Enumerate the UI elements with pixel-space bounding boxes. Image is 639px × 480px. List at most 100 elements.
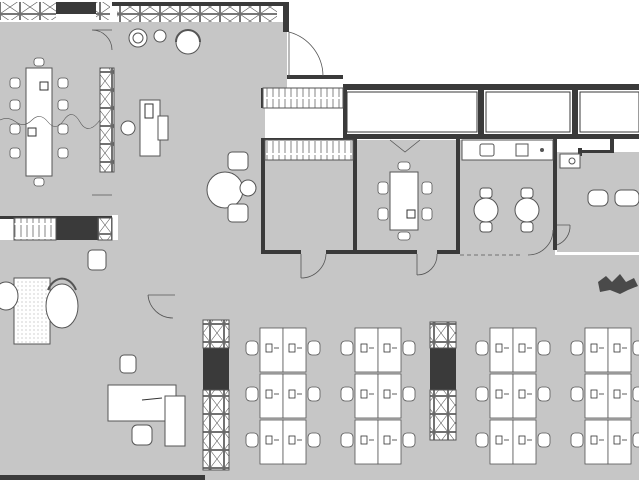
monitor-icon	[383, 389, 391, 399]
desk	[512, 419, 537, 465]
cabinet-north-1	[262, 87, 344, 109]
desk	[584, 327, 609, 373]
cabinet-divider	[99, 67, 115, 173]
monitor-icon	[383, 343, 391, 353]
chair-icon	[570, 340, 584, 356]
desk-cluster-3	[475, 327, 551, 465]
desk	[377, 373, 402, 419]
toilet-icon	[587, 189, 609, 207]
desk-cluster-4	[570, 327, 639, 465]
desk	[489, 327, 514, 373]
sink-icon	[479, 143, 495, 157]
monitor-icon	[383, 435, 391, 445]
meeting-room-table	[377, 161, 433, 241]
chair-icon	[340, 340, 354, 356]
chair-icon	[570, 432, 584, 448]
desk	[512, 373, 537, 419]
desk	[354, 327, 379, 373]
desk	[377, 419, 402, 465]
monitor-icon	[590, 435, 598, 445]
restroom-fixtures	[559, 153, 639, 207]
room-phone-room	[265, 160, 355, 255]
chair-icon	[632, 386, 639, 402]
desk	[607, 419, 632, 465]
chair-icon	[537, 340, 551, 356]
window-strip	[0, 2, 639, 133]
chair-icon	[632, 340, 639, 356]
cabinet-workspace-mid	[429, 321, 457, 349]
monitor-icon	[288, 389, 296, 399]
chair-icon	[340, 432, 354, 448]
monitor-icon	[495, 435, 503, 445]
chair-icon	[402, 386, 416, 402]
desk	[354, 373, 379, 419]
chair-icon	[475, 340, 489, 356]
monitor-icon	[495, 389, 503, 399]
desk-cluster-2	[340, 327, 416, 465]
desk	[282, 327, 307, 373]
desk-cluster-1	[245, 327, 321, 465]
door-swing-icon	[91, 29, 571, 319]
chair-icon	[475, 432, 489, 448]
monitor-icon	[265, 389, 273, 399]
monitor-icon	[360, 389, 368, 399]
desk	[259, 327, 284, 373]
monitor-icon	[613, 389, 621, 399]
desk	[282, 373, 307, 419]
west-lounge-furniture	[0, 249, 186, 447]
monitor-icon	[288, 343, 296, 353]
chair-icon	[632, 432, 639, 448]
monitor-icon	[590, 343, 598, 353]
desk	[489, 419, 514, 465]
monitor-icon	[360, 343, 368, 353]
desk	[584, 419, 609, 465]
desk	[259, 373, 284, 419]
chair-icon	[307, 386, 321, 402]
desk	[512, 327, 537, 373]
workstation-clusters	[245, 327, 639, 465]
monitor-icon	[518, 343, 526, 353]
chair-icon	[307, 432, 321, 448]
room-north-west-meeting-area	[0, 22, 112, 217]
desk	[354, 419, 379, 465]
monitor-icon	[613, 343, 621, 353]
chair-icon	[245, 432, 259, 448]
monitor-icon	[265, 435, 273, 445]
chair-icon	[340, 386, 354, 402]
chair-icon	[245, 340, 259, 356]
plant-icon	[128, 28, 167, 48]
monitor-icon	[590, 389, 598, 399]
monitor-icon	[613, 435, 621, 445]
chair-icon	[537, 386, 551, 402]
cabinet-workspace-left	[202, 319, 230, 349]
central-furniture	[120, 28, 257, 223]
chair-icon	[537, 432, 551, 448]
monitor-icon	[518, 389, 526, 399]
kitchen-furniture	[461, 139, 554, 233]
monitor-icon	[495, 343, 503, 353]
monitor-icon	[518, 435, 526, 445]
monitor-icon	[288, 435, 296, 445]
chair-icon	[402, 340, 416, 356]
monitor-icon	[360, 435, 368, 445]
desk	[584, 373, 609, 419]
desk	[607, 373, 632, 419]
plant-icon	[598, 274, 638, 294]
desk	[282, 419, 307, 465]
desk	[259, 419, 284, 465]
desk	[377, 327, 402, 373]
chair-icon	[570, 386, 584, 402]
cabinet-phone-room	[264, 139, 354, 161]
meeting-table-nw	[0, 57, 101, 187]
chair-icon	[307, 340, 321, 356]
desk	[607, 327, 632, 373]
monitor-icon	[265, 343, 273, 353]
chair-icon	[245, 386, 259, 402]
storage-cabinets	[13, 67, 457, 471]
desk	[489, 373, 514, 419]
chair-icon	[475, 386, 489, 402]
chair-icon	[402, 432, 416, 448]
chair-icon	[120, 120, 136, 136]
cabinet-west	[13, 217, 57, 241]
